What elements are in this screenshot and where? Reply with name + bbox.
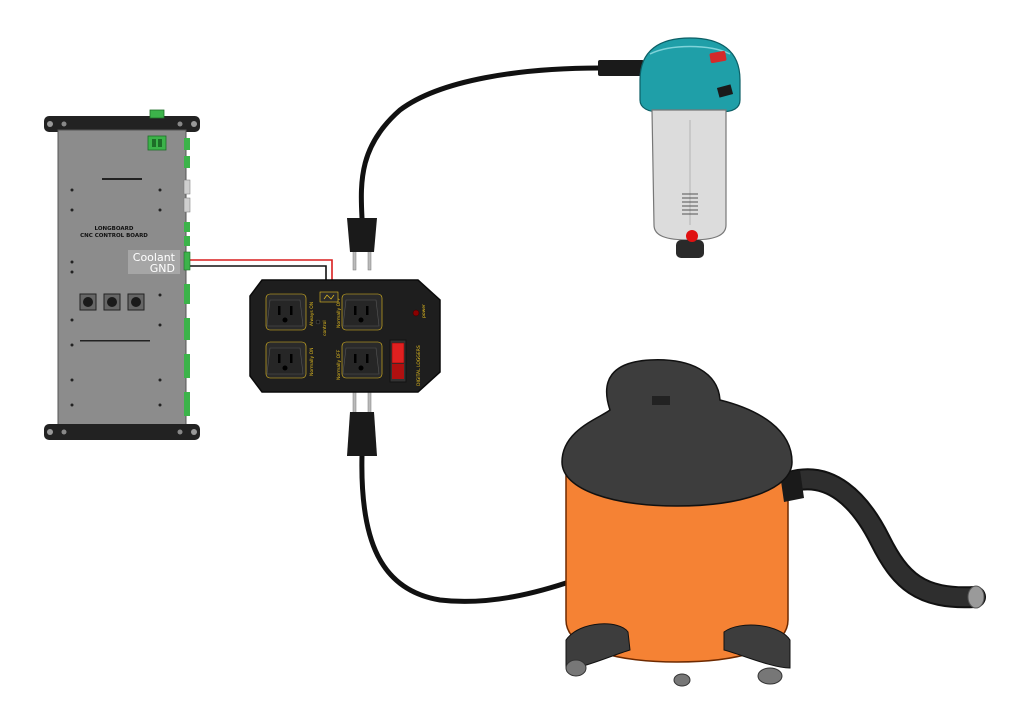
- mount-hole-icon: [191, 121, 197, 127]
- relay-power-strip: Always ON Normally ON Normally OFF Norma…: [249, 218, 441, 456]
- cnc-control-board: LONGBOARD CNC CONTROL BOARD Coolant GND: [44, 109, 200, 440]
- router-vent-slots: [682, 193, 698, 215]
- hose-end: [967, 585, 985, 609]
- gnd-label: GND: [150, 262, 175, 275]
- vacuum-handle-slot: [652, 396, 670, 405]
- vacuum-lid: [561, 359, 793, 507]
- board-buttons: [79, 293, 145, 311]
- board-components: [70, 178, 162, 407]
- outlet-top-left: [265, 293, 307, 331]
- vacuum-foot-right: [723, 624, 791, 669]
- vacuum-power-cord: [359, 452, 578, 604]
- shop-vacuum: [561, 359, 986, 687]
- top-terminal-block: [149, 109, 165, 119]
- coolant-label-box: [128, 250, 180, 274]
- mount-hole-icon: [61, 429, 67, 435]
- router-power-cord: [358, 65, 603, 221]
- power-label: power: [421, 304, 427, 318]
- control-label: control: [322, 320, 328, 336]
- power-switch-rocker: [391, 342, 405, 364]
- router-cap: [639, 37, 741, 113]
- board-top-bracket: [44, 116, 200, 132]
- mount-hole-icon: [47, 429, 53, 435]
- router-indicator-icon: [686, 230, 698, 242]
- board-title-line1: LONGBOARD: [95, 226, 134, 232]
- power-cables: [188, 65, 603, 604]
- router-body: [651, 109, 727, 241]
- board-bottom-bracket: [44, 424, 200, 440]
- control-indicator: [315, 319, 321, 325]
- side-terminals: [183, 138, 191, 416]
- mount-hole-icon: [61, 121, 67, 127]
- caster-front: [673, 673, 691, 687]
- router-vent: [716, 84, 734, 98]
- coolant-terminal: [183, 251, 191, 271]
- mount-hole-icon: [47, 121, 53, 127]
- mount-hole-icon: [177, 121, 183, 127]
- outlet-bottom-right: [341, 341, 383, 379]
- outlet-top-right: [341, 293, 383, 331]
- router-strain-relief: [598, 60, 644, 76]
- outlet-label-always-on: Always ON: [309, 302, 315, 326]
- power-led-icon: [412, 309, 420, 317]
- coolant-label: Coolant: [133, 251, 176, 264]
- outlet-bottom-left: [265, 341, 307, 379]
- mount-hole-icon: [191, 429, 197, 435]
- board-title-line2: CNC CONTROL BOARD: [80, 233, 148, 239]
- outlet-label-normally-off-top: Normally OFF: [336, 297, 342, 328]
- board-body: [57, 129, 187, 427]
- router-collet: [676, 240, 704, 258]
- board-connector: [147, 135, 167, 151]
- brand-label: DIGITAL LOGGERS: [416, 345, 422, 386]
- router-plug: [347, 218, 377, 271]
- vacuum-plug: [347, 391, 377, 456]
- caster-right: [757, 667, 783, 685]
- outlet-label-normally-off-bottom: Normally OFF: [336, 349, 342, 380]
- outlet-label-normally-on: Normally ON: [309, 347, 315, 376]
- router-spindle: [598, 37, 741, 258]
- mount-hole-icon: [177, 429, 183, 435]
- caster-left: [565, 659, 587, 677]
- router-switch-icon: [709, 51, 727, 63]
